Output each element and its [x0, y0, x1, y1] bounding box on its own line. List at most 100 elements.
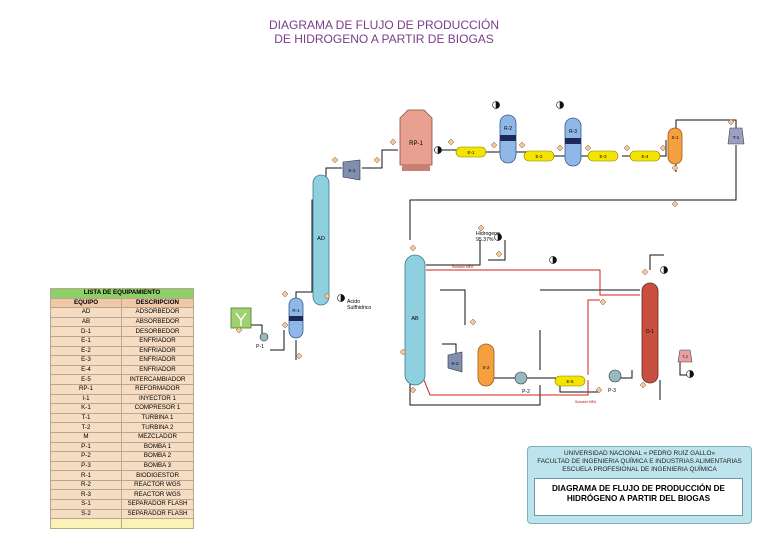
equipment-description: BOMBA 1 — [121, 441, 194, 453]
separator-s1[interactable]: S-1 — [667, 127, 683, 165]
equipment-code: R-3 — [50, 489, 122, 501]
equipment-code: K-1 — [50, 403, 122, 414]
turbine-t1[interactable]: T-1 — [727, 127, 745, 145]
tag-s2: S-2 — [482, 365, 490, 370]
label-solucion-mea-return: Solución MEA — [575, 400, 597, 404]
tag-t2: T-2 — [682, 354, 689, 359]
tag-r3: R-3 — [569, 129, 577, 135]
desorber-d1[interactable]: D-1 — [641, 282, 659, 384]
label-solucion-mea: Solución MEA — [452, 265, 474, 269]
tag-ab: AB — [411, 316, 419, 322]
equipment-description: SEPARADOR FLASH — [121, 499, 194, 510]
drawing-title-line2: HIDRÓGENO A PARTIR DEL BIOGAS — [566, 494, 711, 503]
tag-e4: E-4 — [641, 154, 649, 159]
biodigester-r1[interactable]: R-1 — [288, 297, 304, 339]
compressor-k1[interactable]: K-1 — [342, 159, 361, 181]
equipment-description: COMPRESOR 1 — [121, 403, 194, 414]
title-block: UNIVERSIDAD NACIONAL « PEDRO RUIZ GALLO»… — [527, 446, 752, 524]
equipment-list-table: LISTA DE EQUIPAMIENTO EQUIPO DESCRIPCIÓN… — [50, 288, 194, 529]
equipment-code: E-4 — [50, 364, 122, 376]
exchanger-e5[interactable]: E-5 — [554, 375, 586, 387]
reactor-r3[interactable]: R-3 — [564, 117, 582, 167]
adsorber-ad[interactable]: AD — [312, 174, 330, 306]
pump-p2[interactable]: P-2 — [514, 371, 530, 395]
equipment-code: E-2 — [50, 345, 122, 357]
compressor-k2[interactable]: K-2 — [447, 351, 463, 373]
tag-rp1: RP-1 — [409, 141, 423, 147]
equipment-code: E-1 — [50, 335, 122, 347]
column-header-equipo: EQUIPO — [50, 297, 122, 309]
equipment-code: E-5 — [50, 374, 122, 385]
equipment-code: P-2 — [50, 451, 122, 462]
label-hidrogeno-pct: 95.37% — [476, 237, 494, 243]
drawing-title: DIAGRAMA DE FLUJO DE PRODUCCIÓN DE HIDRÓ… — [534, 478, 743, 516]
separator-s2[interactable]: S-2 — [477, 343, 495, 387]
equipment-code: R-2 — [50, 479, 122, 491]
equipment-description: BOMBA 3 — [121, 460, 194, 472]
equipment-description: TURBINA 2 — [121, 422, 194, 433]
pump-p1[interactable]: P-1 — [256, 332, 269, 350]
tag-d1: D-1 — [646, 329, 654, 335]
equipment-code: S-1 — [50, 499, 122, 510]
turbine-t2[interactable]: T-2 — [677, 349, 693, 363]
equipment-description: REACTOR WGS — [121, 479, 194, 491]
cooler-e4[interactable]: E-4 — [629, 150, 661, 162]
column-header-descripcion: DESCRIPCIÓN — [121, 297, 194, 309]
cooler-e3[interactable]: E-3 — [587, 150, 619, 162]
cooler-e1[interactable]: E-1 — [455, 146, 487, 158]
equipment-code: M — [50, 431, 122, 443]
equipment-description: BIODIGESTOR — [121, 470, 194, 481]
tag-s1: S-1 — [671, 135, 679, 140]
equipment-description: REFORMADOR — [121, 383, 194, 395]
reformer-rp1[interactable]: RP-1 — [399, 109, 433, 171]
equipment-code: AD — [50, 307, 122, 318]
equipment-code: S-2 — [50, 508, 122, 520]
filler-cell — [50, 518, 122, 529]
equipment-code: RP-1 — [50, 383, 122, 395]
faculty-name: FACULTAD DE INGENIERIA QUÍMICA E INDUSTR… — [537, 458, 742, 465]
equipment-list-title: LISTA DE EQUIPAMIENTO — [50, 288, 194, 299]
label-hidrogeno: Hidrogeno — [476, 231, 500, 237]
equipment-description: INTERCAMBIADOR — [121, 374, 194, 385]
university-name: UNIVERSIDAD NACIONAL « PEDRO RUIZ GALLO» — [563, 450, 716, 457]
stream-diamonds — [235, 118, 735, 394]
cooler-e2[interactable]: E-2 — [523, 150, 555, 162]
equipment-description: ENFRIADOR — [121, 355, 194, 366]
stream-endpoints — [337, 101, 694, 378]
tag-p3: P-3 — [608, 388, 616, 394]
mixer-m[interactable] — [230, 307, 252, 329]
equipment-description: MEZCLADOR — [121, 431, 194, 443]
equipment-code: AB — [50, 316, 122, 328]
tag-r2: R-2 — [504, 126, 512, 132]
label-sulfhidrico: Sulfhidrico — [347, 305, 371, 311]
tag-e2: E-2 — [535, 154, 543, 159]
equipment-code: T-2 — [50, 422, 122, 433]
pump-p3[interactable]: P-3 — [608, 369, 622, 394]
tag-r1: R-1 — [292, 308, 300, 313]
equipment-code: T-1 — [50, 412, 122, 424]
absorber-ab[interactable]: AB — [404, 254, 426, 386]
tag-e3: E-3 — [599, 154, 607, 159]
tag-k2: K-2 — [451, 361, 459, 366]
diagram-title: DIAGRAMA DE FLUJO DE PRODUCCIÓN DE HIDRO… — [0, 18, 768, 46]
equipment-description: ADSORBEDOR — [121, 307, 194, 318]
equipment-description: ENFRIADOR — [121, 345, 194, 357]
tag-t1: T-1 — [733, 135, 740, 140]
reactor-r2[interactable]: R-2 — [499, 114, 517, 164]
tag-e5: E-5 — [566, 379, 574, 384]
